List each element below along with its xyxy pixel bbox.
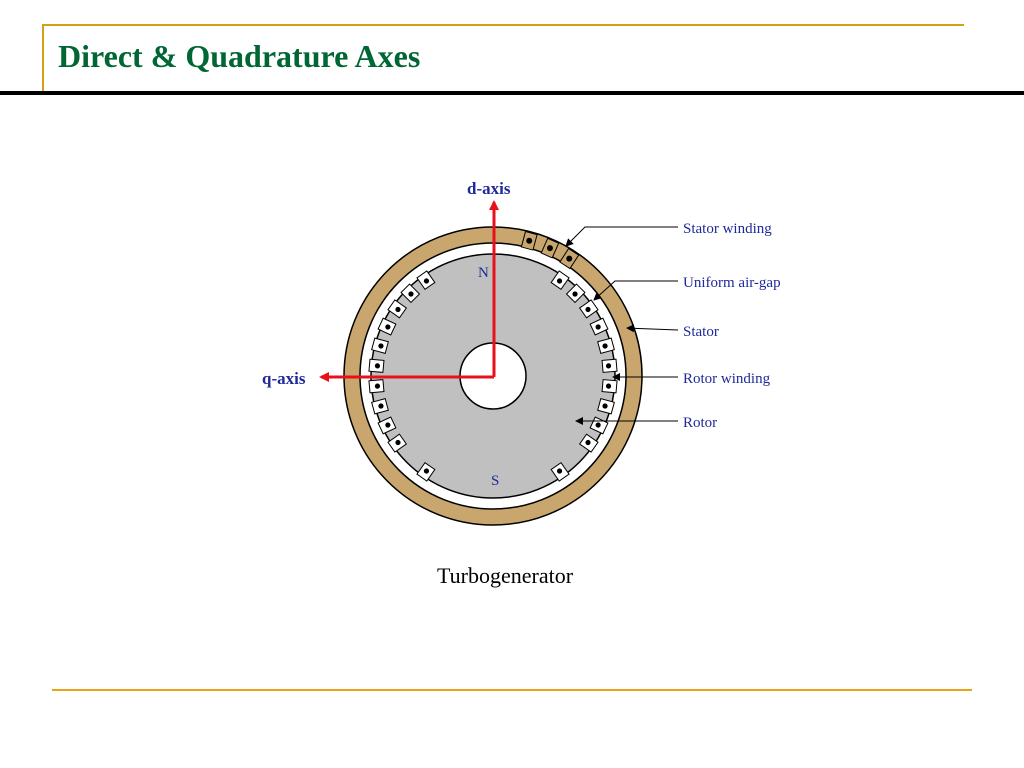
air-gap-leader — [593, 280, 678, 301]
rotor-slot — [416, 270, 436, 291]
stator-winding-label: Stator winding — [683, 221, 772, 237]
title-frame-left-line — [42, 24, 44, 92]
rotor-slot — [589, 317, 609, 336]
rotor-slot — [550, 270, 570, 291]
rotor-slot — [601, 358, 618, 373]
rotor-slot — [597, 337, 615, 354]
pole-north-label: N — [478, 265, 489, 281]
rotor-slot — [377, 416, 397, 435]
stator-winding-slots — [520, 230, 580, 270]
rotor-slot — [371, 398, 389, 415]
rotor-slot — [565, 283, 586, 304]
footer-rule — [52, 689, 972, 691]
slide-title: Direct & Quadrature Axes — [58, 38, 421, 74]
rotor-slot — [400, 283, 421, 304]
rotor-slot — [416, 461, 436, 482]
rotor-slot — [578, 433, 599, 453]
stator-winding-leader — [565, 226, 678, 247]
rotor-slot — [371, 337, 389, 354]
q-axis-label: q-axis — [262, 369, 306, 388]
rotor-label: Rotor — [683, 415, 717, 431]
air-gap-label: Uniform air-gap — [683, 275, 781, 291]
rotor-winding-slots — [368, 270, 618, 482]
stator-label: Stator — [683, 324, 719, 340]
title-frame-top-line — [43, 24, 964, 26]
title-underline — [0, 91, 1024, 95]
rotor-slot — [377, 317, 397, 336]
stator-leader — [626, 324, 679, 333]
rotor-winding-label: Rotor winding — [683, 371, 771, 387]
rotor-slot — [387, 433, 408, 453]
rotor-slot — [578, 299, 599, 319]
rotor-slot — [368, 358, 385, 373]
rotor-slot — [368, 379, 385, 394]
rotor-slot — [550, 461, 570, 482]
rotor-slot — [601, 379, 618, 394]
pole-south-label: S — [491, 473, 499, 489]
diagram-caption: Turbogenerator — [437, 563, 574, 588]
rotor-slot — [597, 398, 615, 415]
d-axis-label: d-axis — [467, 179, 511, 198]
rotor-slot — [387, 299, 408, 319]
